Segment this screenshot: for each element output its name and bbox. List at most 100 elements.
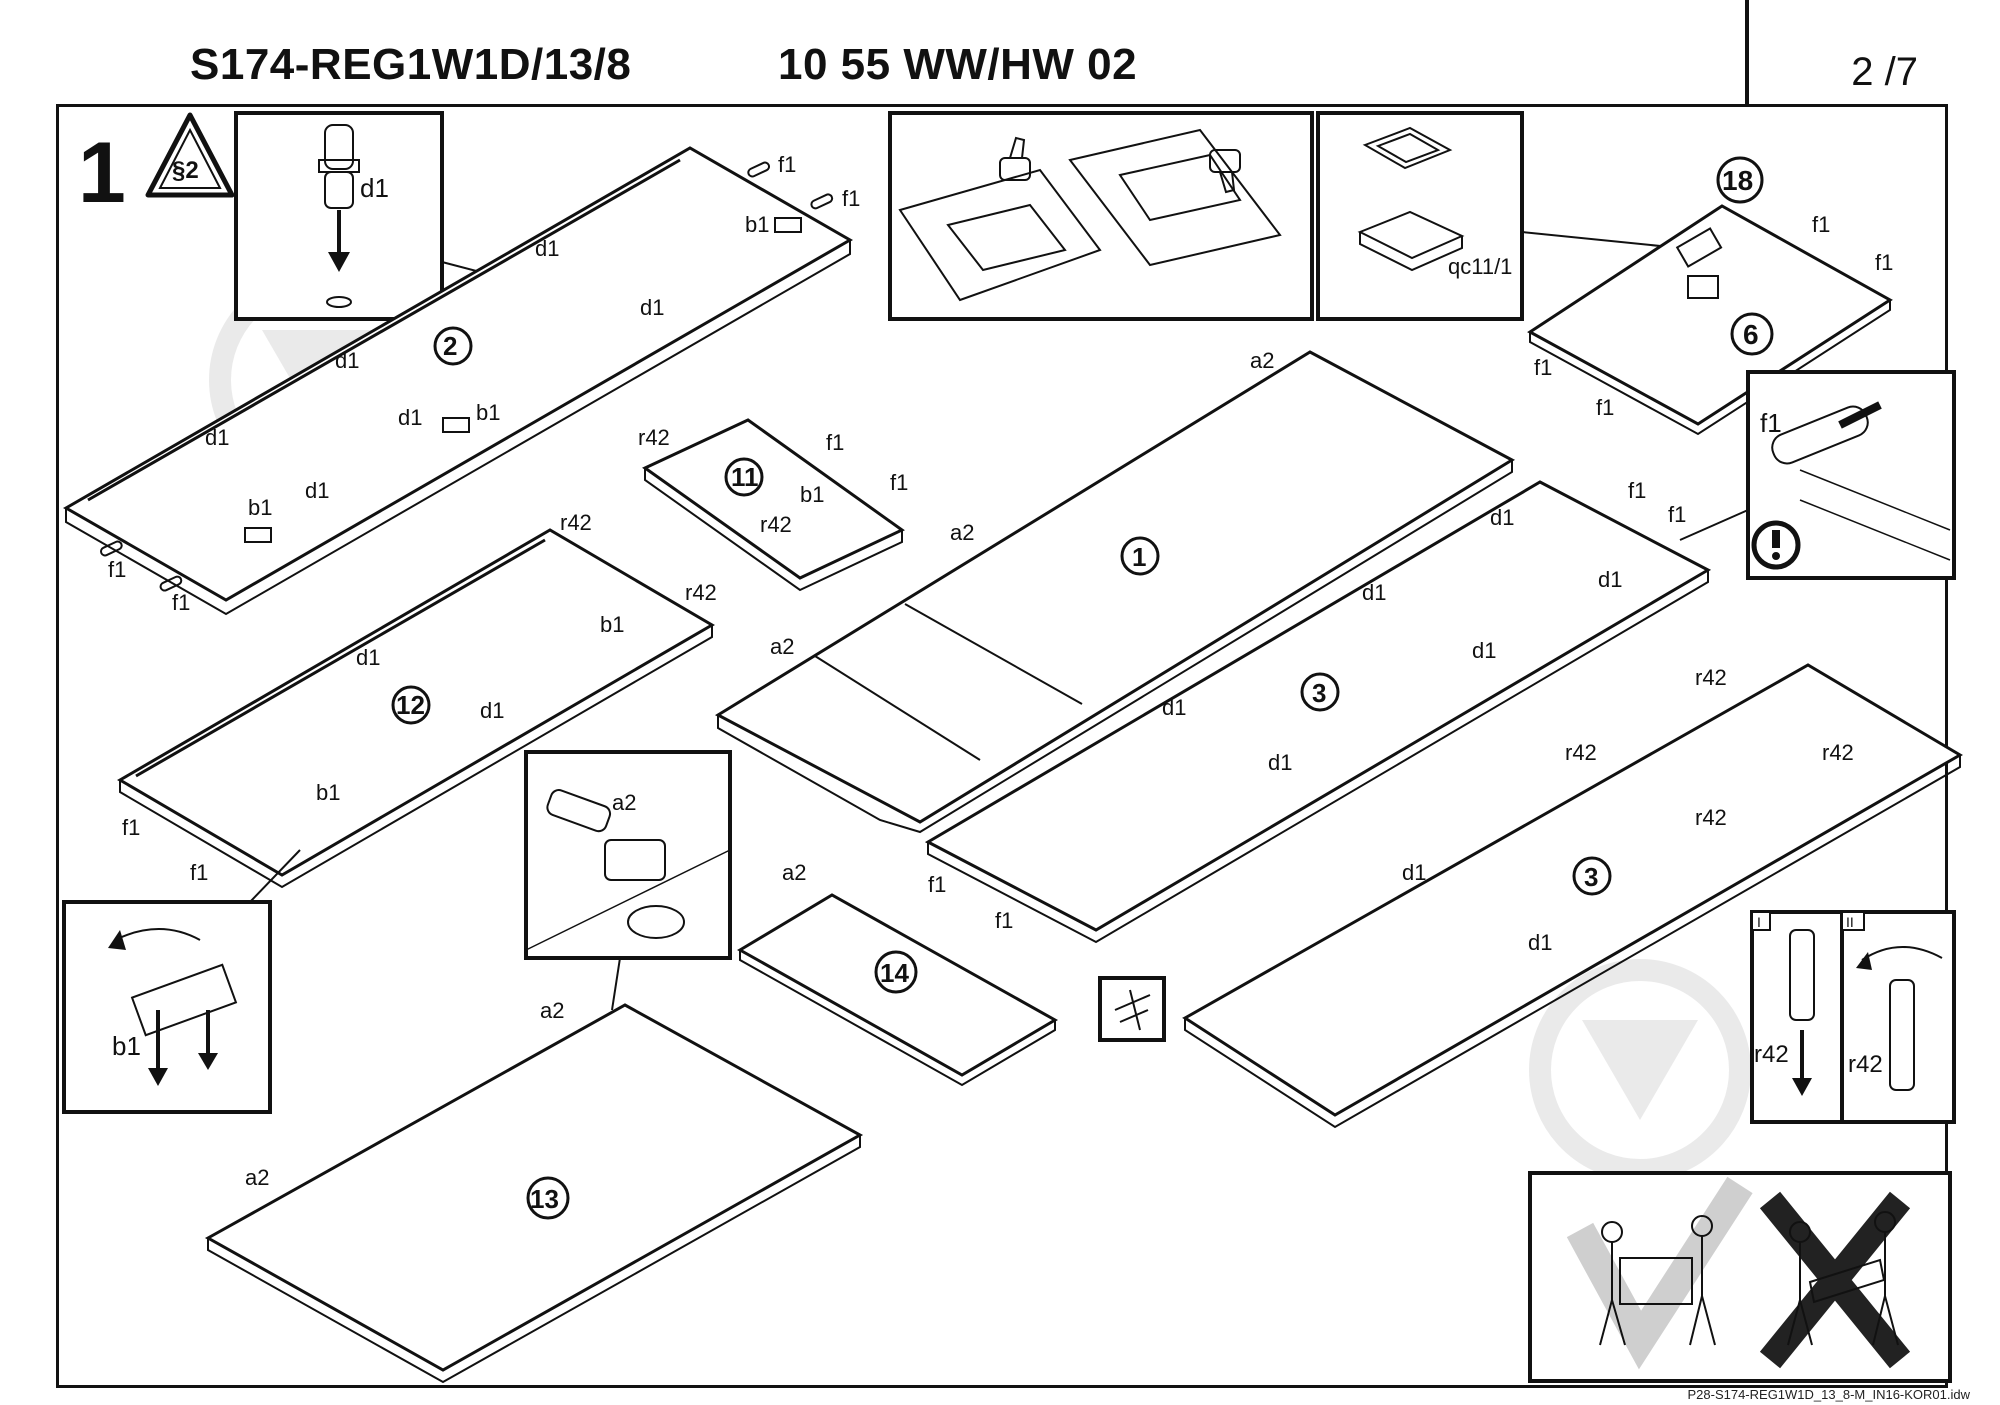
d1-label: d1 — [1598, 567, 1622, 592]
b1-detail-box — [62, 900, 272, 1114]
part-13-number: 13 — [530, 1184, 559, 1214]
part-2-marker — [433, 326, 473, 366]
cleaning-icon-box — [1098, 976, 1166, 1042]
a2-label: a2 — [245, 1165, 269, 1190]
b1-label: b1 — [476, 400, 500, 425]
r42-step-1-box — [1750, 910, 1844, 1124]
f1-label: f1 — [122, 815, 140, 840]
d1-label: d1 — [1402, 860, 1426, 885]
f1-label: f1 — [1668, 502, 1686, 527]
qc-label: qc11/1 — [1448, 254, 1512, 279]
f1-label: f1 — [1596, 395, 1614, 420]
r42-label: r42 — [685, 580, 717, 605]
part-11-number: 11 — [731, 462, 759, 492]
part-13-marker — [526, 1176, 570, 1220]
panel-1 — [714, 350, 1516, 834]
two-people-carry-correct-icon — [1599, 1215, 1716, 1346]
d1-label: d1 — [480, 698, 504, 723]
panel-2 — [62, 146, 854, 616]
a2-label: a2 — [782, 860, 806, 885]
part-12-number: 12 — [396, 690, 425, 720]
work-surface-detail-box — [888, 111, 1314, 321]
color-code: 10 55 WW/HW 02 — [778, 40, 1138, 89]
d1-label: d1 — [1490, 505, 1514, 530]
two-people-carry-wrong-icon — [1787, 1211, 1899, 1346]
f1-label: f1 — [1875, 250, 1893, 275]
rotate-arrow-icon — [1856, 946, 1943, 970]
warning-triangle-icon — [145, 112, 235, 198]
file-name: P28-S174-REG1W1D_13_8-M_IN16-KOR01.idw — [1687, 1387, 1970, 1402]
b1-label: b1 — [316, 780, 340, 805]
panel-3-lower — [1182, 663, 1963, 1129]
part-14-number: 14 — [880, 958, 909, 988]
b1-label: b1 — [248, 495, 272, 520]
part-3-number: 3 — [1312, 678, 1326, 708]
rotate-arrow-icon — [108, 928, 201, 950]
a2-label: a2 — [950, 520, 974, 545]
panel-6 — [1527, 204, 1893, 436]
check-mark-icon — [1566, 1176, 1753, 1370]
d1-label: d1 — [398, 405, 422, 430]
f1-label: f1 — [826, 430, 844, 455]
d1-label: d1 — [535, 236, 559, 261]
r42-label: r42 — [1848, 1051, 1883, 1078]
b1-label: b1 — [600, 612, 624, 637]
step-number: 1 — [78, 125, 126, 221]
f1-label: f1 — [172, 590, 190, 615]
part-18-number: 18 — [1722, 165, 1753, 196]
part-3-number: 3 — [1584, 862, 1598, 892]
f1-label: f1 — [995, 908, 1013, 933]
d1-label: d1 — [1528, 930, 1552, 955]
f1-label: f1 — [108, 557, 126, 582]
part-3-marker — [1300, 672, 1340, 712]
f1-label: f1 — [1760, 408, 1782, 438]
r42-screw-icon — [1889, 979, 1915, 1091]
model-code: S174-REG1W1D/13/8 — [190, 40, 632, 89]
r42-label: r42 — [1695, 665, 1727, 690]
r42-screw-icon — [1789, 929, 1815, 1096]
r42-label: r42 — [560, 510, 592, 535]
panel-on-floor-icon — [1118, 153, 1242, 222]
a2-label: a2 — [1250, 348, 1274, 373]
d1-label: d1 — [360, 173, 389, 203]
f1-label: f1 — [928, 872, 946, 897]
b1-plate-icon — [130, 963, 238, 1037]
hinge-a2-icon — [525, 789, 731, 951]
r42-label: r42 — [1822, 740, 1854, 765]
r42-label: r42 — [1695, 805, 1727, 830]
r42-label: r42 — [1754, 1041, 1789, 1068]
part-1-number: 1 — [1132, 542, 1146, 572]
f1-label: f1 — [190, 860, 208, 885]
d1-label: d1 — [305, 478, 329, 503]
d1-label: d1 — [356, 645, 380, 670]
header-divider — [1745, 0, 1749, 104]
part-14-marker — [874, 950, 918, 994]
part-18-marker — [1716, 156, 1764, 204]
f1-label: f1 — [842, 186, 860, 211]
b1-label: b1 — [745, 212, 769, 237]
part-12-marker — [391, 685, 431, 725]
part-3-marker — [1572, 856, 1612, 896]
a2-label: a2 — [540, 998, 564, 1023]
tiled-floor-icon — [1068, 128, 1282, 267]
f1-label: f1 — [778, 152, 796, 177]
d1-label: d1 — [1472, 638, 1496, 663]
part-6-marker — [1730, 312, 1774, 356]
part-11-marker — [724, 457, 764, 497]
r42-label: r42 — [638, 425, 670, 450]
a2-label: a2 — [612, 790, 636, 815]
page-number: 2 /7 — [1851, 50, 1918, 94]
f1-label: f1 — [1628, 478, 1646, 503]
b1-plate-icon — [244, 527, 272, 543]
f1-label: f1 — [890, 470, 908, 495]
b1-plate-icon — [774, 217, 802, 233]
part-2-number: 2 — [443, 331, 457, 361]
b1-label: b1 — [800, 482, 824, 507]
f1-label: f1 — [1812, 212, 1830, 237]
hinge-detail-box — [524, 750, 732, 960]
b1-label: b1 — [112, 1031, 141, 1061]
r42-label: r42 — [1565, 740, 1597, 765]
thumbs-up-icon — [999, 136, 1031, 181]
watermark-download-icon — [1529, 959, 1751, 1181]
